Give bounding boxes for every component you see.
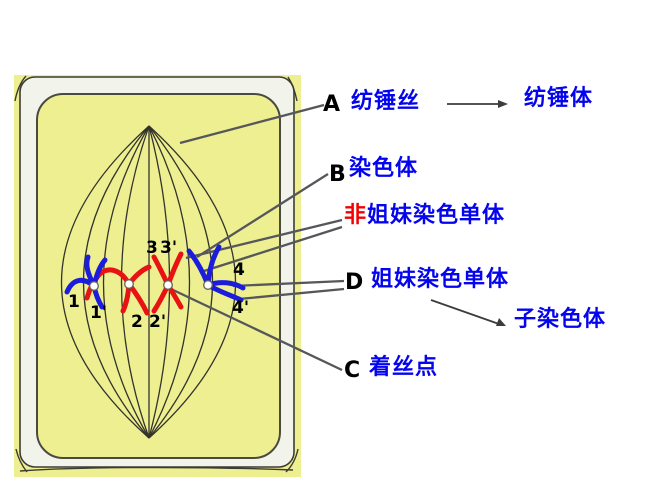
cell-wall-corner-bottom-right bbox=[285, 448, 299, 473]
leader-line-non-sister-1 bbox=[185, 218, 343, 260]
cell-wall-corner-top-left bbox=[14, 75, 27, 102]
down-right-arrow-head-icon bbox=[496, 318, 506, 326]
leader-line-d-sister-1 bbox=[232, 279, 345, 288]
chromatid-marker-4: 4 bbox=[233, 260, 245, 280]
spindle-fiber bbox=[102, 125, 150, 439]
cell-membrane bbox=[36, 93, 281, 459]
centromeres bbox=[89, 279, 213, 291]
cell-wall-corner-bottom-left bbox=[15, 448, 28, 473]
centromere-dot-2 bbox=[124, 279, 134, 289]
plant-cell bbox=[14, 75, 301, 477]
leader-line-d-sister-2 bbox=[238, 287, 345, 301]
spindle-fiber bbox=[61, 125, 150, 439]
down-right-arrow-icon bbox=[430, 299, 500, 325]
cell-wall-bottom-contour bbox=[19, 466, 294, 472]
label-chromosome: 染色体 bbox=[349, 156, 419, 181]
label-non-sister-term: 姐妹染色单体 bbox=[367, 203, 506, 228]
leader-lines bbox=[170, 103, 345, 372]
chromatid-marker-2: 2 bbox=[131, 312, 143, 332]
centromere-dot-3 bbox=[163, 280, 173, 290]
label-letter-d: D bbox=[345, 270, 364, 295]
label-spindle-body: 纺锤体 bbox=[524, 86, 594, 111]
spindle-fiber bbox=[120, 125, 150, 439]
chromatid-marker-3: 3 bbox=[146, 238, 158, 258]
centromere-dot-1 bbox=[89, 281, 99, 291]
label-arrows bbox=[430, 100, 508, 326]
chromatid-marker-2p: 2' bbox=[149, 312, 167, 332]
label-non-sister-chromatid: 非姐妹染色单体 bbox=[344, 205, 505, 227]
label-non-prefix: 非 bbox=[344, 203, 368, 228]
leader-line-b-chromosome bbox=[196, 173, 329, 258]
label-centromere: 着丝点 bbox=[369, 355, 439, 380]
chromatid-marker-3p: 3' bbox=[160, 238, 178, 258]
leader-line-non-sister-2 bbox=[203, 225, 343, 273]
centromere-dot-4 bbox=[203, 280, 213, 290]
label-letter-b: B bbox=[329, 162, 346, 187]
chromatid-marker-1: 1 bbox=[68, 292, 80, 312]
label-letter-a: A bbox=[323, 92, 341, 117]
label-sister-chromatid: 姐妹染色单体 bbox=[371, 267, 510, 292]
cell-wall-corner-top-right bbox=[287, 76, 298, 102]
label-letter-c: C bbox=[344, 358, 361, 383]
label-spindle-fiber: 纺锤丝 bbox=[351, 89, 421, 114]
label-daughter-chromosome: 子染色体 bbox=[514, 307, 607, 332]
spindle-fiber bbox=[148, 125, 191, 439]
right-arrow-head-icon bbox=[498, 100, 508, 108]
chromatid-marker-4p: 4' bbox=[232, 298, 250, 318]
leader-line-c-centromere bbox=[170, 287, 343, 372]
leader-line-a-spindle-fiber bbox=[179, 103, 325, 145]
chromatid-marker-1p: 1' bbox=[90, 303, 108, 323]
